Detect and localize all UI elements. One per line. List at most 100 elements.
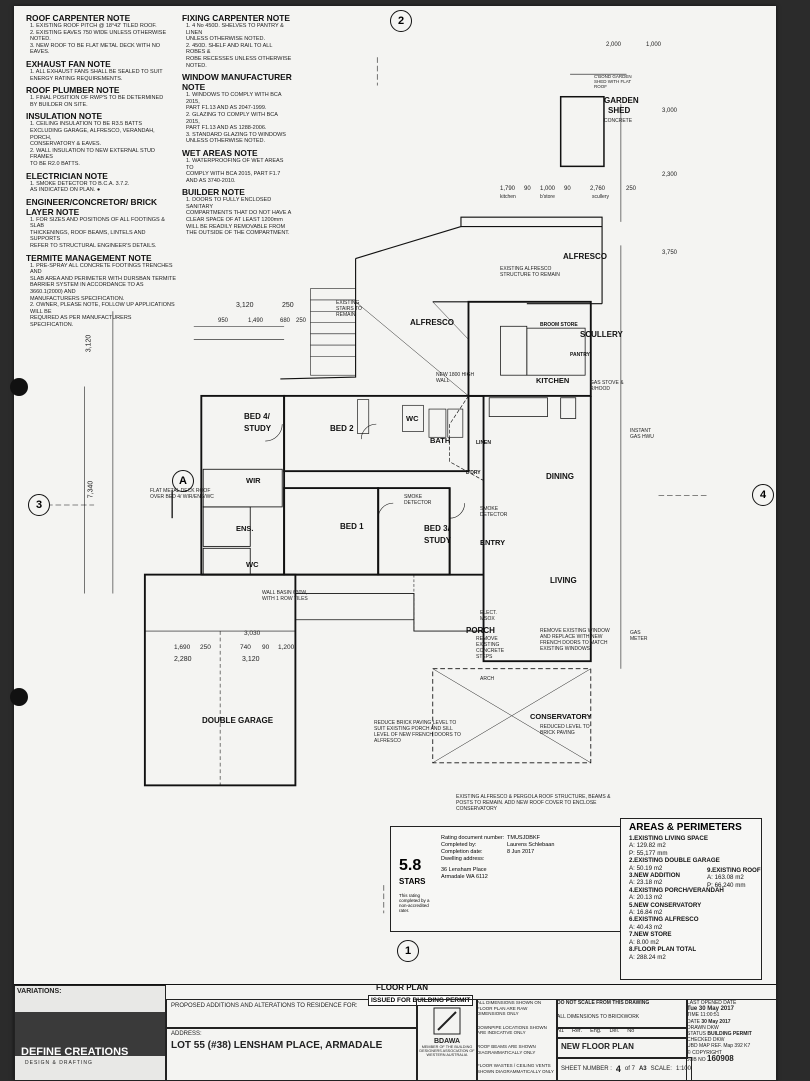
room-label-wir: WIR	[246, 476, 261, 485]
note-line: 2. WALL INSULATION TO NEW EXTERNAL STUD …	[30, 147, 155, 161]
area-row: 8.FLOOR PLAN TOTAL	[629, 946, 697, 954]
sheet-total: of 7	[624, 1066, 635, 1072]
rating-date-label: Completion date:	[441, 849, 483, 855]
area-row: A: 288.24 m2	[629, 953, 666, 961]
remove-steps-note: REMOVE EXISTING CONCRETE STEPS	[476, 636, 505, 660]
scale-label: SCALE:	[650, 1066, 672, 1072]
grid-marker-4: 4	[752, 484, 774, 506]
note-heading: EXHAUST FAN NOTE	[26, 58, 111, 69]
note-line: CONSERVATORY & EAVES.	[30, 141, 102, 148]
areas-perimeters-panel: AREAS & PERIMETERS 1.EXISTING LIVING SPA…	[620, 818, 762, 980]
rating-address-label: Dwelling address:	[441, 856, 485, 862]
reduced-level-note: REDUCED LEVEL TO BRICK PAVING	[540, 724, 590, 736]
shed-note: C'BOND GARDEN SHED WITH FLAT ROOF	[594, 74, 632, 89]
grid-marker-1: 1	[397, 940, 419, 962]
job-number-label: JOB NO	[687, 1056, 706, 1063]
date-value: 30 May 2017	[701, 1018, 731, 1025]
gas-hwu-note: INSTANT GAS HWU	[630, 428, 654, 440]
note-line: ENERGY RATING REQUIREMENTS.	[30, 75, 123, 82]
area-row: 7.NEW STORE	[629, 931, 672, 939]
energy-rating-panel: 5.8 STARS This rating completed by a non…	[390, 826, 624, 932]
dimension-label: 3,000	[662, 108, 678, 114]
room-label-linen: LINEN	[476, 440, 491, 446]
note-line: PART F1.13 AND AS 1288-2006.	[186, 125, 267, 132]
dimension-label: 2,280	[174, 656, 192, 663]
dimension-caption: kitchen	[500, 194, 516, 200]
job-number: 160908	[707, 1053, 734, 1063]
room-label-pantry: PANTRY	[570, 352, 590, 358]
room-label-shed: SHED	[608, 106, 631, 115]
note-line: 1. SMOKE DETECTOR TO B.C.A. 3.7.2.	[30, 180, 130, 187]
high-wall-note: NEW 1800 HIGH WALL	[436, 372, 475, 384]
dimension-label: 1,490	[248, 318, 264, 324]
note-line: 1. PRE-SPRAY ALL CONCRETE FOOTINGS TRENC…	[30, 262, 173, 276]
area-row: A: 23.18 m2	[629, 879, 663, 887]
note-line: 1. FINAL POSITION OF RWP'S TO BE DETERMI…	[30, 95, 164, 102]
roof-area-row: A: 163.08 m2	[707, 874, 744, 882]
binder-hole	[10, 378, 28, 396]
note-line: 1. EXISTING ROOF PITCH @ 18°42' TILED RO…	[30, 23, 157, 29]
star-rating-value: 5.8	[399, 857, 422, 874]
dimension-label: 3,030	[244, 630, 261, 637]
dimension-label: 3,120	[85, 334, 93, 353]
downpipe-note: DOWNPIPE LOCATIONS SHOWN ARE INDICATIVE …	[477, 1024, 547, 1036]
note-line: 1. DOORS TO FULLY ENCLOSED SANITARY	[186, 197, 272, 210]
rating-doc-number: TMUSJDBKF	[507, 835, 540, 841]
rating-address-line2: Armadale WA 6112	[441, 874, 488, 880]
last-opened-label: LAST OPENED DATE	[687, 1000, 737, 1006]
room-label-study: STUDY	[244, 424, 272, 433]
rating-completed-label: Completed by:	[441, 842, 477, 848]
roof-area-row: P: 66,240 mm	[707, 881, 746, 889]
note-line: 2. 450D. SHELF AND RAIL TO ALL ROBES &	[186, 42, 273, 56]
note-line: UNLESS OTHERWISE NOTED.	[186, 36, 266, 43]
note-line: CLEAR SPACE OF AT LEAST 1200mm	[186, 217, 283, 224]
section-marker-a: A	[172, 470, 194, 492]
address-label: ADDRESS:	[171, 1031, 202, 1037]
dimension-label: 2,000	[606, 42, 622, 48]
binder-hole	[10, 688, 28, 706]
company-name: DEFINE CREATIONS	[21, 1046, 129, 1058]
note-heading: WET AREAS NOTE	[182, 147, 258, 158]
drawn-value: DKW	[707, 1024, 719, 1031]
time-value: 11:00:51	[700, 1012, 720, 1019]
note-line: REQUIRED AS PER MANUFACTURERS SPECIFICAT…	[30, 315, 132, 328]
dimension-caption: scullery	[592, 194, 609, 200]
do-not-scale-note: DO NOT SCALE FROM THIS DRAWING	[557, 1000, 650, 1006]
note-line: BARRIER SYSTEM IN ACCORDANCE TO AS 3660.…	[30, 282, 144, 296]
rating-date: 8 Jun 2017	[507, 849, 535, 855]
status-value: BUILDING PERMIT	[707, 1031, 752, 1038]
dimension-label: 3,120	[242, 656, 260, 663]
issued-stamp: ISSUED FOR BUILDING PERMIT	[368, 995, 474, 1006]
time-label: TIME	[687, 1012, 699, 1019]
area-row: A: 129.82 m2	[629, 842, 666, 850]
room-label-bath: BATH	[430, 436, 451, 445]
revision-del: Del.	[609, 1028, 620, 1034]
revision-eng: Eng.	[590, 1028, 602, 1034]
room-label-alfresco: ALFRESCO	[563, 252, 607, 261]
room-label-conservatory: CONSERVATORY	[530, 712, 592, 721]
note-line: 1. CEILING INSULATION TO BE R3.5 BATTS	[30, 121, 143, 128]
note-line: NOTED.	[186, 62, 207, 69]
area-row: A: 50.19 m2	[629, 864, 663, 872]
note-line: 2. GLAZING TO COMPLY WITH BCA 2015,	[186, 111, 278, 125]
note-line: WILL BE READILY REMOVABLE FROM	[186, 223, 286, 230]
shed-concrete-note: CONCRETE	[604, 118, 633, 124]
title-block: VARIATIONS: DEFINE CREATIONS DESIGN & DR…	[14, 983, 778, 1081]
note-line: MANUFACTURERS SPECIFICATION.	[30, 295, 125, 302]
dimension-label: 2,760	[590, 186, 606, 192]
note-heading: ROOF PLUMBER NOTE	[26, 85, 120, 96]
room-label-bed2: BED 2	[330, 424, 354, 433]
area-row: A: 16.84 m2	[629, 909, 663, 917]
note-line: THICKENINGS, ROOF BEAMS, LINTELS AND SUP…	[30, 229, 146, 243]
all-dims-note: ALL DIMENSIONS TO BRICKWORK	[557, 1014, 640, 1020]
area-row: 1.EXISTING LIVING SPACE	[629, 835, 708, 842]
revision-ref: Ref.	[572, 1028, 583, 1034]
sheet-number-label: SHEET NUMBER :	[561, 1066, 612, 1072]
note-line: 1. FOR SIZES AND POSITIONS OF ALL FOOTIN…	[30, 216, 165, 230]
note-heading: BUILDER NOTE	[182, 187, 245, 198]
note-heading: WINDOW MANUFACTURER NOTE	[182, 72, 292, 93]
note-line: COMPLY WITH BCA 2015, PART F1.7	[186, 171, 281, 178]
dimension-label: 1,690	[174, 644, 191, 651]
checked-label: CHECKED	[687, 1037, 712, 1044]
rating-assessor: Laurens Schlebaan	[507, 842, 555, 848]
